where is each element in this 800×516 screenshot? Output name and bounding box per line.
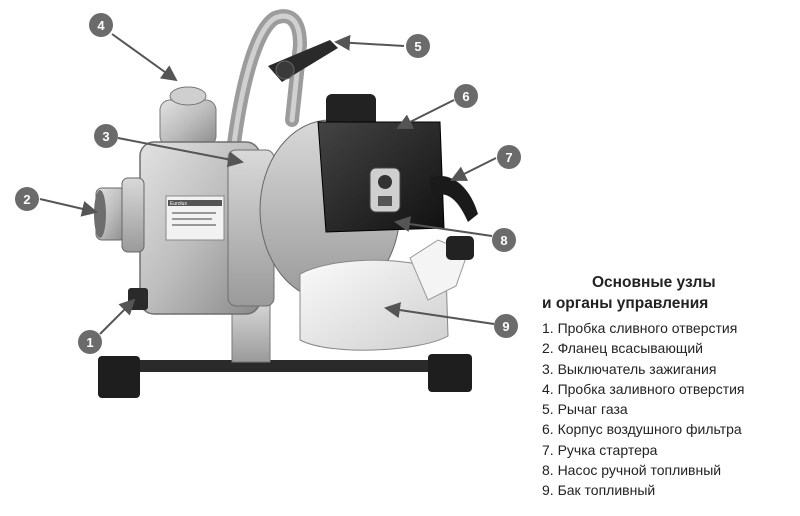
callout-1: 1 [78,330,102,354]
legend-item: 8. Насос ручной топливный [542,462,722,479]
callout-2: 2 [15,187,39,211]
legend-item: 9. Бак топливный [542,482,656,499]
fill-plug [159,86,217,147]
legend-item: 4. Пробка заливного отверстия [542,380,745,397]
legend-item: 1. Пробка сливного отверстия [542,320,738,336]
carry-handle [225,9,308,167]
throttle-lever [268,40,338,82]
suction-flange [94,177,145,253]
parts-legend: Основные узлы и органы управления 1. Про… [520,272,795,501]
callout-6: 6 [454,84,478,108]
svg-text:2: 2 [23,192,30,207]
svg-text:4: 4 [97,18,105,33]
nameplate-brand: Eurolux [170,201,187,207]
legend-item: 6. Корпус воздушного фильтра [542,421,742,438]
legend-item: 5. Рычаг газа [542,401,628,418]
svg-text:5: 5 [414,39,421,54]
callout-8: 8 [492,228,516,252]
drain-plug [128,288,148,310]
svg-text:3: 3 [102,129,109,144]
callout-3: 3 [94,124,118,148]
engine [259,94,445,301]
legend-title-line2: и органы управления [542,295,709,312]
legend-title-line1: Основные узлы [592,274,716,291]
callout-7: 7 [497,145,521,169]
legend-list: 1. Пробка сливного отверстия 2. Фланец в… [542,318,795,501]
callout-arrows [39,33,497,335]
callout-4: 4 [89,13,113,37]
legend-item: 2. Фланец всасывающий [542,340,703,357]
callout-5: 5 [406,34,430,58]
svg-text:7: 7 [505,150,512,165]
pump-housing: Eurolux [139,141,275,315]
starter-handle [430,175,478,222]
svg-text:9: 9 [502,319,509,334]
fuel-tank [299,236,474,351]
legend-title: Основные узлы и органы управления [520,272,795,314]
svg-text:6: 6 [462,89,469,104]
legend-item: 7. Ручка стартера [542,441,658,458]
svg-text:8: 8 [500,233,507,248]
legend-item: 3. Выключатель зажигания [542,360,717,377]
svg-text:1: 1 [86,335,93,350]
callout-9: 9 [494,314,518,338]
